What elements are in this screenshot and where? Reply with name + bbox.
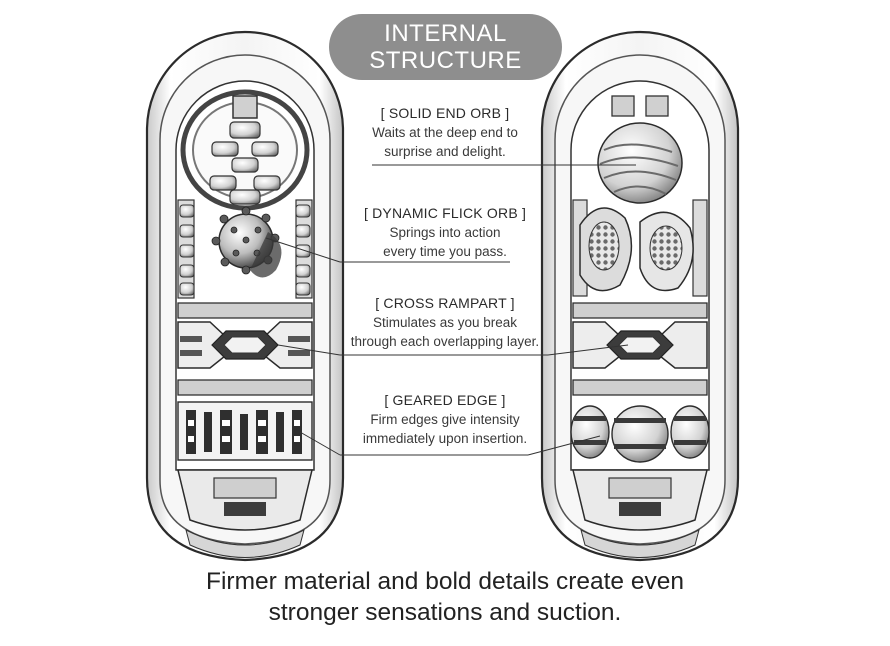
leader-lines	[265, 164, 636, 456]
callout-cross-rampart: [ CROSS RAMPART ] Stimulates as you brea…	[340, 294, 550, 351]
tagline-line-1: Firmer material and bold details create …	[206, 568, 684, 595]
callout-dynamic-flick-orb: [ DYNAMIC FLICK ORB ] Springs into actio…	[340, 204, 550, 261]
callout-text: every time you pass.	[383, 244, 507, 259]
callout-heading: [ CROSS RAMPART ]	[375, 295, 515, 311]
callout-heading: [ DYNAMIC FLICK ORB ]	[363, 205, 527, 221]
left-capsule	[145, 30, 345, 562]
callout-text: immediately upon insertion.	[362, 431, 528, 446]
callout-heading: [ SOLID END ORB ]	[380, 105, 510, 121]
callout-text: Springs into action	[389, 225, 501, 240]
callout-text: Waits at the deep end to	[372, 125, 518, 140]
tagline-line-2: stronger sensations and suction.	[268, 599, 622, 626]
callout-text: Stimulates as you break	[372, 315, 518, 330]
callout-text: Firm edges give intensity	[370, 412, 520, 427]
callout-geared-edge: [ GEARED EDGE ] Firm edges give intensit…	[340, 391, 550, 448]
title-line-2: STRUCTURE	[369, 47, 522, 74]
title-badge: INTERNAL STRUCTURE	[329, 14, 562, 80]
callout-text: surprise and delight.	[384, 144, 506, 159]
callout-solid-end-orb: [ SOLID END ORB ] Waits at the deep end …	[340, 104, 550, 161]
title-line-1: INTERNAL	[384, 20, 507, 47]
callout-heading: [ GEARED EDGE ]	[384, 392, 506, 408]
tagline: Firmer material and bold details create …	[0, 566, 890, 628]
callout-text: through each overlapping layer.	[350, 334, 540, 349]
right-capsule	[540, 30, 740, 562]
